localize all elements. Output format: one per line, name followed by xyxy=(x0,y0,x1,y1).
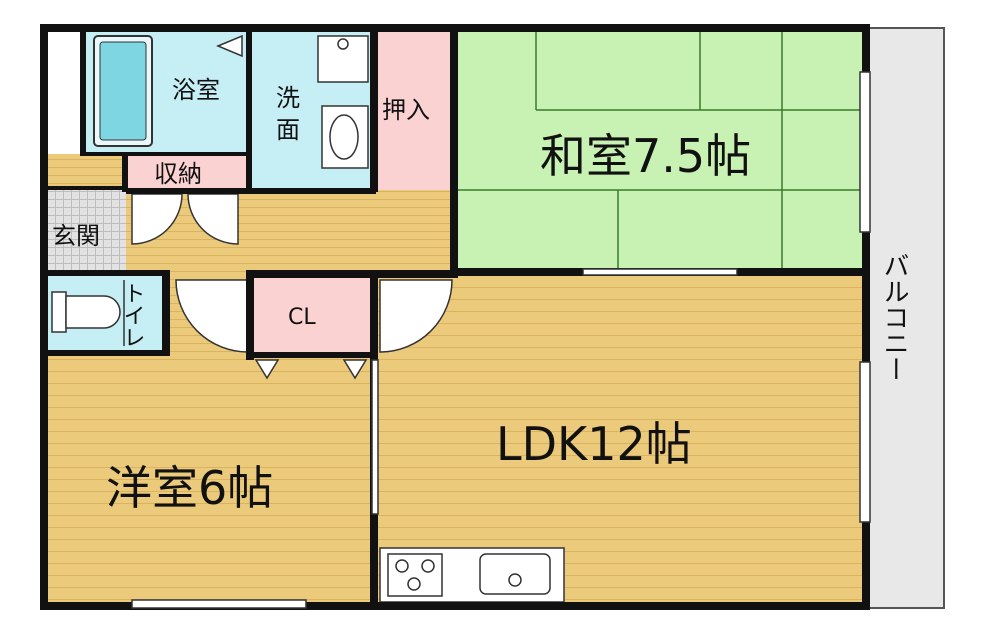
sink-drain xyxy=(508,573,522,587)
tatami-lines xyxy=(456,30,864,274)
closet-label: CL xyxy=(288,305,316,330)
closet-door-left xyxy=(254,359,280,380)
door-swings xyxy=(123,193,453,353)
tatami-room xyxy=(456,30,864,274)
shoe-closet xyxy=(46,30,80,154)
ldk-label: LDK12帖 xyxy=(496,417,692,471)
washbasin-bowl xyxy=(329,114,359,160)
storage-label: 収納 xyxy=(154,160,202,188)
toilet-tank xyxy=(51,291,67,333)
closet xyxy=(252,274,376,356)
washroom-label: 洗 面 xyxy=(276,84,308,144)
washitsu-label: 和室7.5帖 xyxy=(540,129,751,183)
stove-burner-1 xyxy=(395,559,409,573)
stove xyxy=(387,553,443,597)
closet-door-right xyxy=(342,359,368,380)
windows xyxy=(131,71,871,609)
oshiire-label: 押入 xyxy=(382,96,430,124)
stove-burner-2 xyxy=(421,559,435,573)
stove-burner-3 xyxy=(407,577,421,591)
bath-door-triangle xyxy=(216,34,243,58)
washing-machine-drum xyxy=(337,38,349,50)
entrance xyxy=(46,188,126,270)
bathtub-inner xyxy=(99,41,147,141)
toilet-bowl xyxy=(65,295,121,329)
toilet-label: トイレ xyxy=(120,282,145,348)
oshiire xyxy=(376,30,452,190)
youshitsu-label: 洋室6帖 xyxy=(106,461,273,515)
balcony-label: バルコニー xyxy=(879,252,909,382)
entrance-step xyxy=(46,154,126,188)
youshitsu-floor xyxy=(46,356,376,604)
storage xyxy=(126,154,248,190)
entrance-label: 玄関 xyxy=(52,222,100,250)
balcony xyxy=(867,27,945,609)
bath-label: 浴室 xyxy=(172,76,220,104)
